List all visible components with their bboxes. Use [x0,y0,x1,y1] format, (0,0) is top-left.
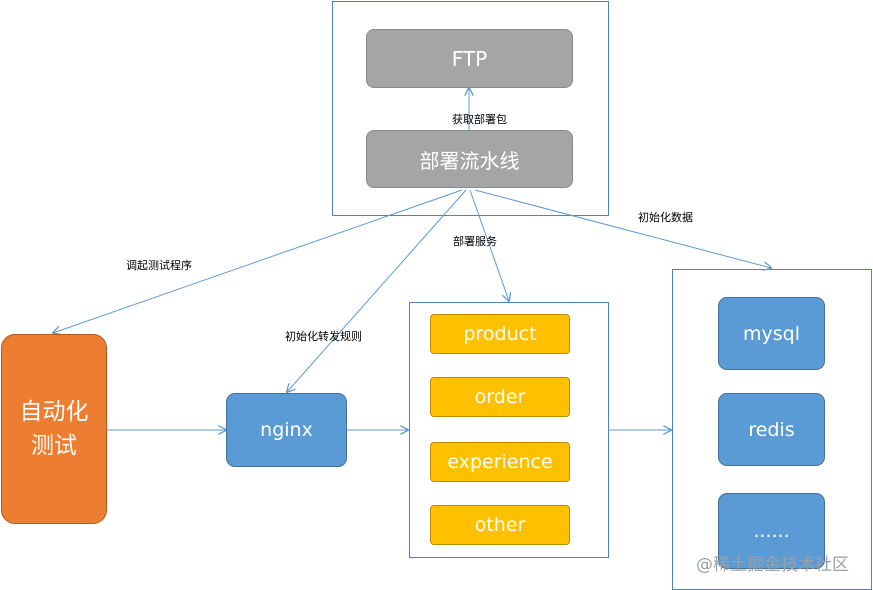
label-init-forward-rules: 初始化转发规则 [285,330,362,343]
edge-init-forward-rules [287,189,467,392]
nginx-node: nginx [226,393,347,467]
service-other: other [430,505,570,545]
edge-init-data [474,189,771,268]
pipeline-label: 部署流水线 [419,148,520,173]
label-deploy-service: 部署服务 [453,235,497,248]
service-product-label: product [463,323,537,345]
watermark: @稀土掘金技术社区 [696,555,849,575]
auto-test-label-line1: 自动化 [19,399,89,425]
service-order: order [430,377,570,417]
ftp-label: FTP [451,46,488,71]
label-get-package: 获取部署包 [452,113,507,126]
auto-test-label-line2: 测试 [31,433,77,459]
service-experience-label: experience [447,451,553,473]
edge-invoke-tests [53,189,463,333]
datastore-mysql-label: mysql [743,322,800,345]
label-invoke-tests: 调起测试程序 [126,259,192,272]
pipeline-node: 部署流水线 [366,130,573,188]
datastore-redis: redis [718,393,825,466]
service-product: product [430,314,570,354]
service-other-label: other [474,514,526,536]
datastore-more-label: ...... [753,520,790,542]
service-order-label: order [474,386,526,408]
datastore-more: ...... [718,493,825,569]
service-experience: experience [430,442,570,482]
ftp-node: FTP [366,29,573,88]
datastore-mysql: mysql [718,297,825,370]
edge-deploy-service [469,189,509,301]
auto-test-node: 自动化 测试 [1,334,107,524]
datastore-redis-label: redis [748,418,795,441]
nginx-label: nginx [260,419,313,441]
label-init-data: 初始化数据 [638,211,693,224]
